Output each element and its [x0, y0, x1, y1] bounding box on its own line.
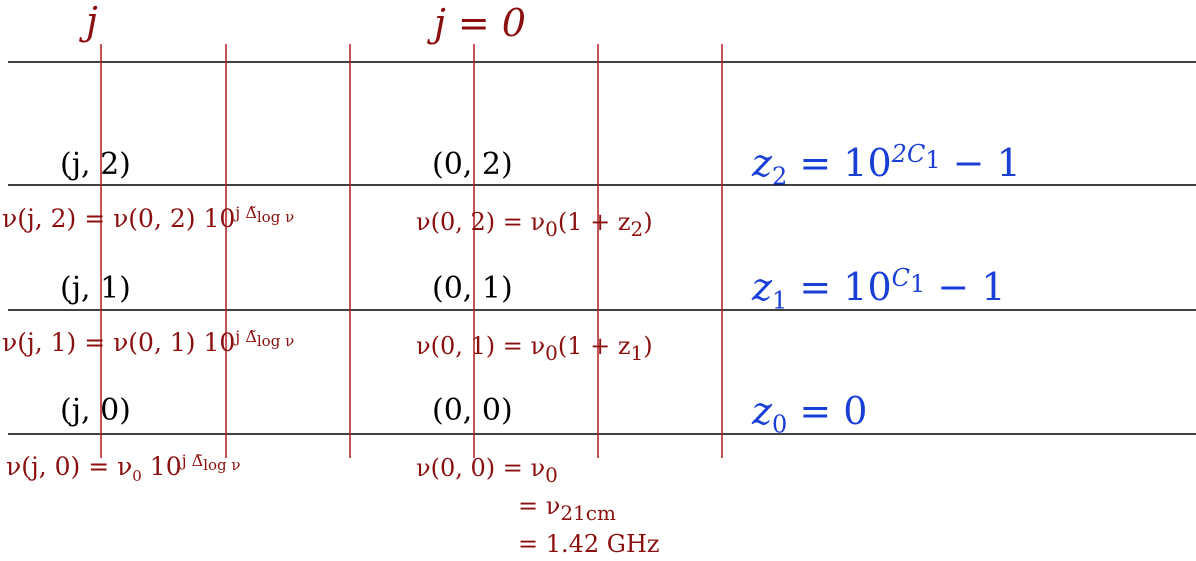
cell-0-1: (0, 1) [432, 271, 513, 306]
nu-j-1-formula: ν(j, 1) = ν(0, 1) 10j Δ̃log ν [2, 326, 295, 357]
cell-j-1: (j, 1) [60, 271, 131, 306]
cell-j-0: (j, 0) [60, 393, 131, 428]
header-j: j [86, 0, 98, 43]
nu-21cm-formula: = ν21cm [518, 492, 616, 525]
nu-j-2-formula: ν(j, 2) = ν(0, 2) 10j Δ̃log ν [2, 202, 295, 233]
header-j-zero: j = 0 [434, 1, 526, 45]
nu-ghz-formula: = 1.42 GHz [518, 530, 660, 558]
z1-formula: z1 = 10C1 − 1 [752, 264, 1006, 315]
nu-0-0-formula: ν(0, 0) = ν0 [416, 454, 558, 487]
nu-0-2-formula: ν(0, 2) = ν0(1 + z2) [416, 208, 653, 241]
nu-0-1-formula: ν(0, 1) = ν0(1 + z1) [416, 332, 653, 365]
cell-0-0: (0, 0) [432, 393, 513, 428]
z0-formula: z0 = 0 [752, 389, 868, 439]
z2-formula: z2 = 102C1 − 1 [752, 140, 1021, 191]
cell-0-2: (0, 2) [432, 147, 513, 182]
cell-j-2: (j, 2) [60, 147, 131, 182]
nu-j-0-formula: ν(j, 0) = ν0 10j Δ̃log ν [6, 450, 241, 485]
